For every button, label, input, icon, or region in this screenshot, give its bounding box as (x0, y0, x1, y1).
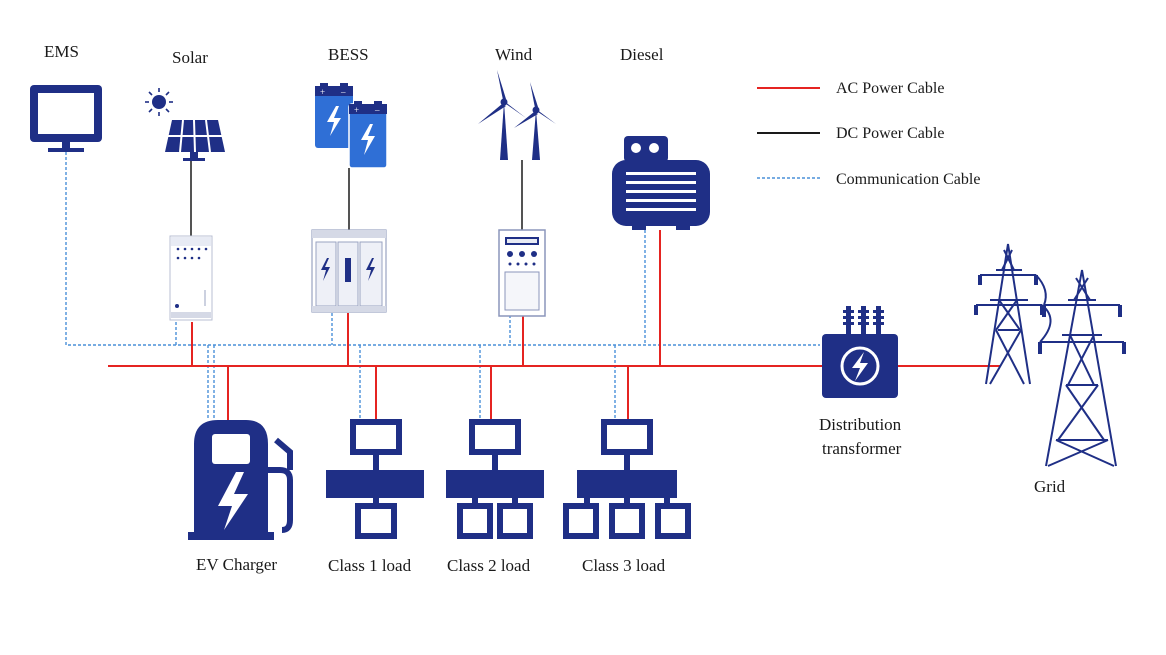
load-icon-class2 (446, 419, 544, 539)
wind-inverter-icon (498, 229, 546, 317)
legend-ac-label: AC Power Cable (836, 80, 944, 97)
inverter-icon (169, 235, 213, 321)
insulators (974, 275, 1126, 354)
transformer-label-line2: transformer (822, 439, 902, 458)
communication-cables (65, 152, 820, 420)
legend-dc-label: DC Power Cable (836, 125, 944, 142)
diesel-generator-icon (612, 136, 710, 230)
ems-label: EMS (44, 42, 79, 61)
class1-label: Class 1 load (328, 556, 412, 575)
solar-label: Solar (172, 48, 208, 67)
svg-text:+: + (320, 87, 325, 97)
battery-icon: + – + – (315, 83, 388, 169)
bess-label: BESS (328, 45, 369, 64)
transformer-label-line1: Distribution (819, 415, 902, 434)
wind-label: Wind (495, 45, 533, 64)
ev-charger-icon (188, 420, 293, 540)
load-icon-class1 (326, 419, 424, 539)
diesel-label: Diesel (620, 45, 664, 64)
svg-text:+: + (354, 105, 359, 115)
svg-text:–: – (374, 105, 380, 115)
ev-charger-label: EV Charger (196, 555, 277, 574)
bess-cabinet-icon (311, 229, 387, 313)
legend-comm-label: Communication Cable (836, 171, 980, 188)
legend: AC Power Cable DC Power Cable Communicat… (757, 80, 980, 188)
sun-icon (145, 88, 173, 116)
class3-label: Class 3 load (582, 556, 666, 575)
grid-label: Grid (1034, 477, 1066, 496)
transmission-tower-icon (976, 243, 1124, 467)
load-icon-class3 (563, 419, 691, 539)
solar-panel-icon (165, 119, 225, 161)
svg-text:–: – (340, 87, 346, 97)
transformer-icon (822, 306, 898, 398)
dc-cables (190, 160, 523, 236)
class2-label: Class 2 load (447, 556, 531, 575)
wind-turbine-icon (478, 70, 556, 160)
monitor-icon (30, 85, 102, 152)
